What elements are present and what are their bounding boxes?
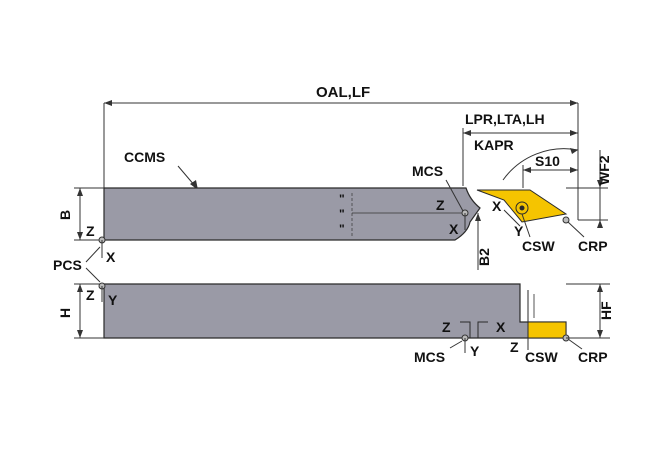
kapr-angle-arc — [502, 148, 579, 181]
mcs-z-label-bottom: Z — [442, 319, 451, 335]
insert-x-label-top: X — [492, 198, 502, 214]
csw-leader-top — [521, 213, 531, 238]
ccms-label: CCMS — [124, 149, 165, 165]
mcs-label-bottom: MCS — [414, 349, 445, 365]
b2-dimension — [475, 213, 481, 270]
pcs-leader-bottom — [85, 267, 101, 283]
pcs-leader-top — [85, 246, 101, 263]
s10-label: S10 — [535, 153, 560, 169]
mcs-leader-bottom — [449, 340, 463, 349]
wf2-label: WF2 — [596, 155, 612, 185]
h-dimension — [74, 283, 104, 339]
csw-label-bottom: CSW — [525, 349, 558, 365]
csw-z-label-bottom: Z — [510, 339, 519, 355]
side-insert — [527, 321, 567, 339]
mcs-y-label-bottom: Y — [470, 343, 480, 359]
hf-label: HF — [598, 301, 614, 320]
oal-label: OAL,LF — [316, 84, 370, 101]
insert-y-label-top: Y — [514, 223, 524, 239]
wf2-dimension — [566, 150, 608, 228]
mcs-z-label-top: Z — [436, 197, 445, 213]
crp-leader-bottom — [567, 338, 583, 350]
lpr-label: LPR,LTA,LH — [465, 111, 545, 127]
mcs-notch — [460, 321, 488, 339]
top-tool-body — [103, 187, 481, 241]
inch-mark-2: " — [339, 207, 345, 221]
kapr-label: KAPR — [474, 137, 514, 153]
pcs-y-label: Y — [108, 292, 118, 308]
pcs-x-label: X — [106, 249, 116, 265]
mcs-x-label-top: X — [449, 221, 459, 237]
lpr-dimension — [462, 128, 578, 186]
inch-mark-3: " — [339, 222, 345, 236]
mcs-x-label-bottom: X — [496, 319, 506, 335]
insert-screw-hole — [519, 205, 525, 211]
mcs-label-top: MCS — [412, 163, 443, 179]
mcs-leader-top — [445, 179, 464, 212]
pcs-z-label-bottom: Z — [86, 287, 95, 303]
hf-dimension — [566, 283, 610, 339]
csw-label-top: CSW — [522, 238, 555, 254]
h-label: H — [57, 308, 73, 318]
pcs-label: PCS — [53, 257, 82, 273]
crp-point-top — [562, 216, 570, 224]
b-dimension — [74, 187, 104, 241]
crp-label-bottom: CRP — [578, 349, 608, 365]
b-label: B — [57, 210, 73, 220]
crp-label-top: CRP — [578, 238, 608, 254]
kapr-arrow — [570, 148, 578, 154]
oal-dimension — [103, 100, 579, 220]
pcs-z-label-top: Z — [86, 223, 95, 239]
s10-dimension — [522, 165, 578, 188]
crp-leader-top — [567, 221, 585, 238]
insert-axis-top — [503, 209, 521, 227]
b2-label: B2 — [476, 248, 492, 266]
inch-mark-1: " — [339, 192, 345, 206]
